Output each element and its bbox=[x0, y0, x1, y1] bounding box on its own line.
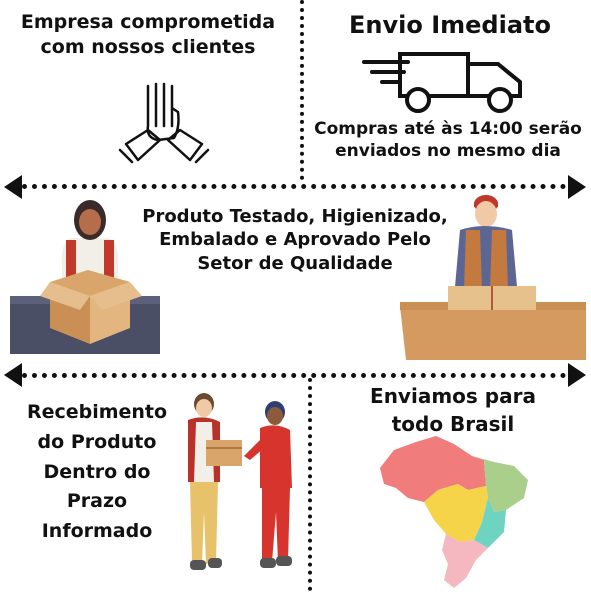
package-handoff-illustration bbox=[188, 393, 292, 570]
brazil-line-2: todo Brasil bbox=[391, 412, 515, 436]
delivery-line-4: Prazo bbox=[66, 490, 128, 513]
shipping-title: Envio Imediato bbox=[349, 11, 551, 39]
commitment-text: Empresa comprometida com nossos clientes bbox=[0, 10, 296, 59]
delivery-line-5: Informado bbox=[41, 520, 153, 543]
shipping-line-1: Compras até às 14:00 serão bbox=[314, 119, 582, 139]
arrowhead-right-top-icon bbox=[568, 175, 586, 199]
brazil-map-icon bbox=[380, 436, 528, 588]
delivery-line-3: Dentro do bbox=[43, 460, 151, 483]
arrowhead-left-bottom-icon bbox=[4, 363, 22, 387]
horizontal-divider-top bbox=[22, 184, 566, 189]
arrowhead-left-top-icon bbox=[4, 175, 22, 199]
shipping-text: Compras até às 14:00 serão enviados no m… bbox=[305, 118, 591, 162]
vertical-divider-top bbox=[300, 0, 304, 180]
man-packing-illustration bbox=[400, 195, 586, 360]
horizontal-divider-bottom bbox=[22, 373, 566, 378]
delivery-truck-icon bbox=[362, 52, 522, 113]
brazil-shipping-text: Enviamos para todo Brasil bbox=[318, 382, 588, 438]
delivery-line-2: do Produto bbox=[37, 430, 157, 453]
commitment-line-1: Empresa comprometida bbox=[20, 11, 276, 33]
quality-line-2: Embalado e Aprovado Pelo bbox=[159, 229, 431, 251]
delivery-line-1: Recebimento bbox=[26, 401, 168, 423]
arrowhead-right-bottom-icon bbox=[568, 363, 586, 387]
quality-line-1: Produto Testado, Higienizado, bbox=[142, 206, 448, 227]
woman-packing-illustration bbox=[10, 200, 160, 354]
shipping-line-2: enviados no mesmo dia bbox=[335, 141, 561, 162]
commitment-line-2: com nossos clientes bbox=[40, 35, 256, 58]
quality-text: Produto Testado, Higienizado, Embalado e… bbox=[105, 205, 485, 275]
delivery-time-text: Recebimento do Produto Dentro do Prazo I… bbox=[18, 398, 176, 547]
brazil-line-1: Enviamos para bbox=[370, 384, 536, 408]
quality-line-3: Setor de Qualidade bbox=[197, 252, 393, 274]
handshake-icon bbox=[118, 82, 210, 164]
vertical-divider-bottom bbox=[308, 378, 312, 591]
